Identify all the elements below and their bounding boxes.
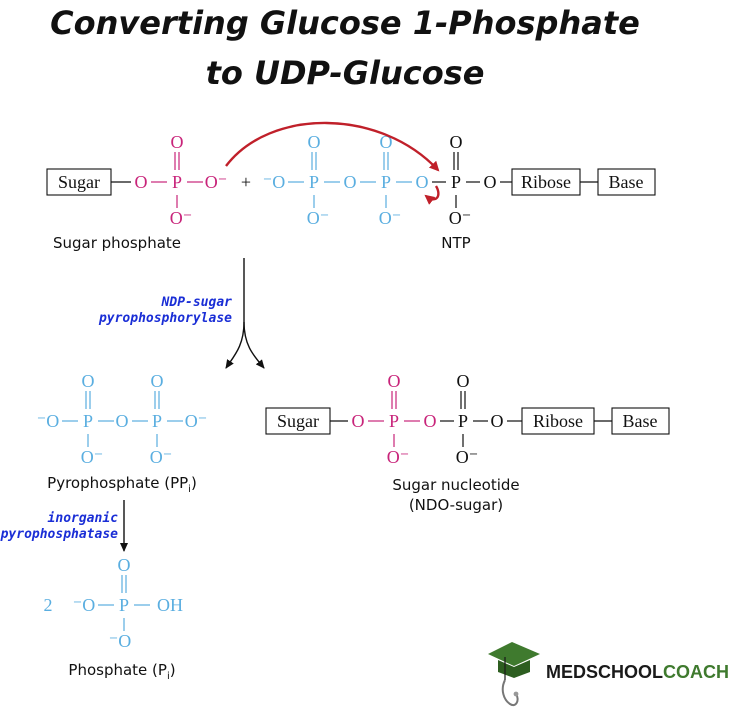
caption-pyrophosphate: Pyrophosphate (PPi) (47, 474, 197, 495)
caption-phosphate: Phosphate (Pi) (68, 661, 175, 682)
nucleophilic-attack-arrow (225, 121, 440, 172)
pp-phosphorus-2: P (152, 411, 162, 431)
pp-bridge-oxygen: O (116, 411, 129, 431)
pi-top-oxygen: O (118, 555, 131, 575)
ntp-beta-phosphorus: P (381, 172, 391, 192)
pp-bottom-oxygen-2: O⁻ (150, 447, 173, 467)
sugar-box (46, 168, 112, 196)
caption-sugar-nucleotide-2: (NDO-sugar) (409, 496, 503, 514)
sn-ribose-label: Ribose (533, 411, 583, 431)
ntp-terminal-oxygen: ⁻O (263, 172, 286, 192)
sp-phosphorus: P (172, 172, 182, 192)
caption-phosphate-text: Phosphate (P (68, 661, 167, 679)
ribose-box (511, 168, 581, 196)
caption-phosphate-subscript: i (167, 671, 170, 682)
plus-sign: + (241, 172, 251, 192)
caption-sugar-nucleotide-1: Sugar nucleotide (392, 476, 519, 494)
bond-cleavage-arrow (424, 185, 440, 205)
pi-hydroxyl: OH (157, 595, 183, 615)
phosphate-structure: 2 ⁻O P O ⁻O OH (44, 555, 184, 651)
base-box (597, 168, 656, 196)
sn-sugar-box (265, 407, 331, 435)
pp-top-oxygen-2: O (151, 371, 164, 391)
pp-phosphorus-1: P (83, 411, 93, 431)
caption-ntp: NTP (441, 234, 470, 252)
ntp-alpha-bottom-oxygen: O⁻ (449, 208, 472, 228)
sp-bottom-oxygen: O⁻ (170, 208, 193, 228)
sn-top-oxygen-2: O (457, 371, 470, 391)
ntp-bridge-oxygen-1: O (344, 172, 357, 192)
reaction-arrow (225, 258, 265, 369)
brand-part-2: COACH (663, 662, 729, 682)
sn-sugar-label: Sugar (277, 411, 319, 431)
enzyme-inorganic-line-1: inorganic (48, 511, 119, 526)
ntp-gamma-top-oxygen: O (308, 132, 321, 152)
enzyme-inorganic-line-2: pyrophosphatase (0, 527, 118, 542)
sn-bottom-oxygen-2: O⁻ (456, 447, 479, 467)
medschoolcoach-logo: MEDSCHOOLCOACH (488, 642, 729, 706)
sugar-phosphate-structure: Sugar O P O O⁻ O⁻ (46, 132, 228, 228)
caption-sugar-phosphate: Sugar phosphate (53, 234, 181, 252)
sp-terminal-oxygen: O⁻ (205, 172, 228, 192)
ntp-gamma-bottom-oxygen: O⁻ (307, 208, 330, 228)
stethoscope-icon (501, 679, 519, 706)
pp-left-oxygen: ⁻O (37, 411, 60, 431)
ribose-label: Ribose (521, 172, 571, 192)
sn-top-oxygen-1: O (388, 371, 401, 391)
ntp-gamma-phosphorus: P (309, 172, 319, 192)
pi-left-oxygen: ⁻O (73, 595, 96, 615)
enzyme-ndp-sugar-line-2: pyrophosphorylase (98, 311, 232, 326)
sugar-nucleotide-structure: Sugar O P O O⁻ O P O O⁻ O Ribose Base (265, 371, 670, 467)
pi-phosphorus: P (119, 595, 129, 615)
ntp-beta-bottom-oxygen: O⁻ (379, 208, 402, 228)
sn-base-label: Base (623, 411, 658, 431)
ntp-bridge-oxygen-2: O (416, 172, 429, 192)
sn-sugar-oxygen: O (352, 411, 365, 431)
sn-phosphorus-1: P (389, 411, 399, 431)
caption-pyrophosphate-text: Pyrophosphate (PP (47, 474, 188, 492)
sp-bridge-oxygen: O (135, 172, 148, 192)
ntp-ribose-oxygen: O (484, 172, 497, 192)
sn-bridge-oxygen: O (424, 411, 437, 431)
title-line-1: Converting Glucose 1-Phosphate (50, 4, 640, 42)
sp-top-oxygen: O (171, 132, 184, 152)
sn-base-box (611, 407, 670, 435)
pp-top-oxygen-1: O (82, 371, 95, 391)
graduation-cap-icon (488, 642, 540, 666)
brand-part-1: MEDSCHOOL (546, 662, 663, 682)
brand-wordmark: MEDSCHOOLCOACH (546, 662, 729, 682)
sn-ribose-oxygen: O (491, 411, 504, 431)
title-line-2: to UDP-Glucose (206, 54, 485, 92)
sn-bottom-oxygen-1: O⁻ (387, 447, 410, 467)
sugar-label: Sugar (58, 172, 100, 192)
ntp-alpha-top-oxygen: O (450, 132, 463, 152)
pyrophosphate-structure: ⁻O P O O⁻ O P O O⁻ O⁻ (37, 371, 208, 467)
pp-bottom-oxygen-1: O⁻ (81, 447, 104, 467)
caption-pyrophosphate-subscript: i (188, 484, 191, 495)
base-label: Base (609, 172, 644, 192)
ntp-alpha-phosphorus: P (451, 172, 461, 192)
enzyme-ndp-sugar-line-1: NDP-sugar (161, 295, 233, 310)
ntp-structure: ⁻O P O O⁻ O P O O⁻ O P O O⁻ O Ribose Bas… (263, 132, 656, 228)
pp-right-oxygen: O⁻ (185, 411, 208, 431)
phosphate-coefficient: 2 (44, 595, 53, 615)
pi-bottom-oxygen: ⁻O (109, 631, 132, 651)
sn-phosphorus-2: P (458, 411, 468, 431)
sn-ribose-box (521, 407, 595, 435)
